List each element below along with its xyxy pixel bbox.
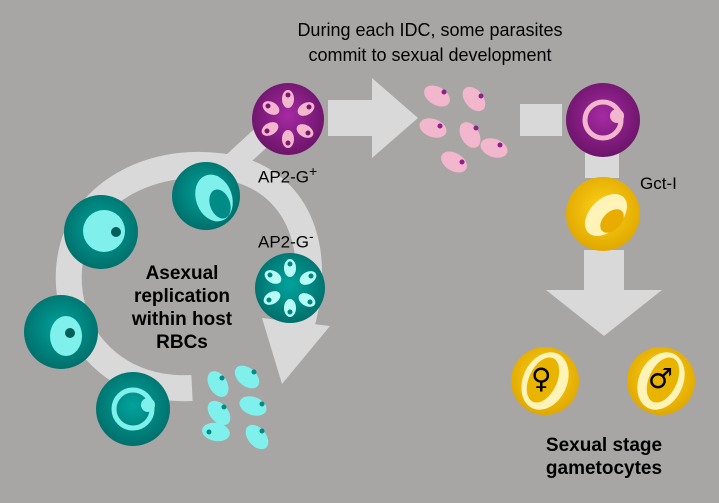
merozoite-release-arrow	[328, 78, 418, 158]
gct-i-label: Gct-I	[640, 174, 677, 193]
ap2-g-negative-label: AP2-G-	[258, 228, 314, 253]
teal-cell-ring-left	[24, 295, 98, 369]
header-caption: During each IDC, some parasites commit t…	[250, 18, 610, 68]
ap2-g-positive-sup: +	[309, 163, 318, 179]
teal-cell-trophozoite-large	[172, 162, 240, 230]
teal-schizont	[255, 253, 325, 323]
header-line-1: During each IDC, some parasites	[297, 20, 563, 40]
asexual-line-3: within host	[131, 309, 233, 330]
asexual-replication-label: Asexual replication within host RBCs	[108, 262, 256, 354]
asexual-line-1: Asexual	[145, 263, 219, 284]
yellow-stage-i-gametocyte	[566, 177, 640, 251]
ap2-g-positive-label: AP2-G+	[258, 163, 317, 188]
ap2-g-positive-text: AP2-G	[258, 167, 310, 187]
asexual-line-2: replication	[133, 286, 231, 307]
asexual-line-4: RBCs	[156, 332, 208, 353]
ap2-g-negative-text: AP2-G	[258, 232, 310, 252]
teal-cell-ring-bottom	[96, 372, 170, 446]
asexual-cycle-arrowhead	[262, 318, 330, 384]
ap2-g-negative-sup: -	[309, 228, 314, 244]
male-symbol-icon: ♂	[648, 362, 674, 395]
female-gametocyte	[511, 347, 579, 415]
ring-entry-arrow	[520, 104, 562, 136]
asexual-cycle-arrow	[55, 151, 323, 402]
teal-merozoites	[202, 365, 269, 450]
sexual-line-1: Sexual stage	[545, 435, 663, 456]
maturation-arrow	[546, 250, 662, 336]
sexual-line-2: gametocytes	[545, 458, 663, 479]
teal-cell-ring-upper-left	[64, 195, 138, 269]
header-line-2: commit to sexual development	[308, 45, 552, 65]
purple-schizont	[252, 83, 324, 155]
male-gametocyte	[627, 347, 695, 415]
purple-committed-ring	[566, 83, 640, 157]
sexual-stage-label: Sexual stage gametocytes	[522, 434, 686, 480]
female-symbol-icon: ♀	[531, 362, 552, 395]
